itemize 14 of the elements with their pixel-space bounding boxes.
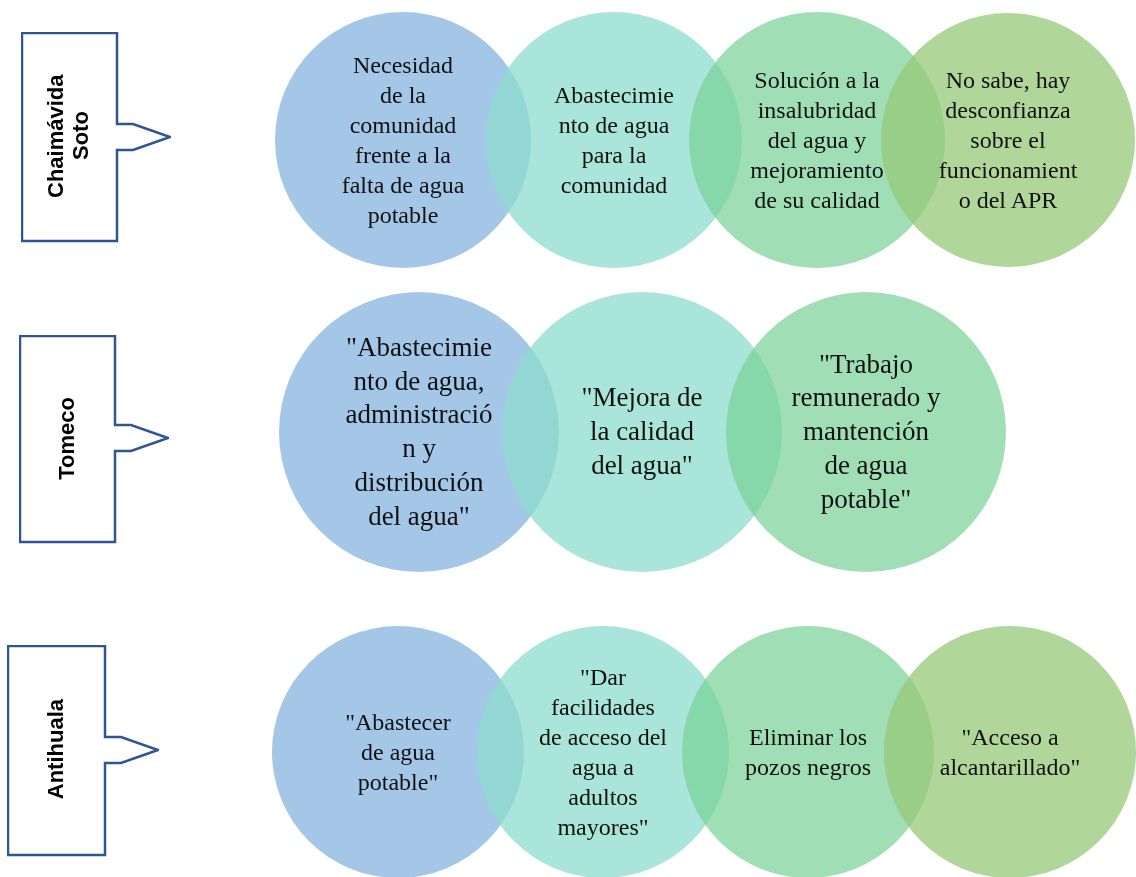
circle-text: No sabe, hay desconfianza sobre el funcionamiento del APR <box>937 66 1079 215</box>
circle-text: Abastecimiento de agua para la comunidad <box>553 81 675 200</box>
circle-text: Solución a la insalubridad del agua y mejoramiento de su calidad <box>749 66 885 215</box>
circle-text: "Acceso a alcantarillado" <box>938 723 1082 782</box>
row-label: Chaimávida Soto <box>43 73 94 200</box>
circle-text: "Trabajo remunerado y mantención de agua potable" <box>791 347 941 516</box>
row-label: Antihuala <box>42 699 69 800</box>
row-label: Tomeco <box>53 396 80 480</box>
circle-text: "Abastecer de agua potable" <box>344 708 452 797</box>
circle-text: "Mejora de la calidad del agua" <box>580 381 704 482</box>
circle-text: "Abastecimiento de agua, administración y distribución del agua" <box>344 330 494 533</box>
circle-text: "Dar facilidades de acceso del agua a adultos mayores" <box>538 663 668 842</box>
circle-text: Eliminar los pozos negros <box>744 723 872 782</box>
circle-text: Necesidad de la comunidad frente a la falta de agua potable <box>340 51 466 230</box>
